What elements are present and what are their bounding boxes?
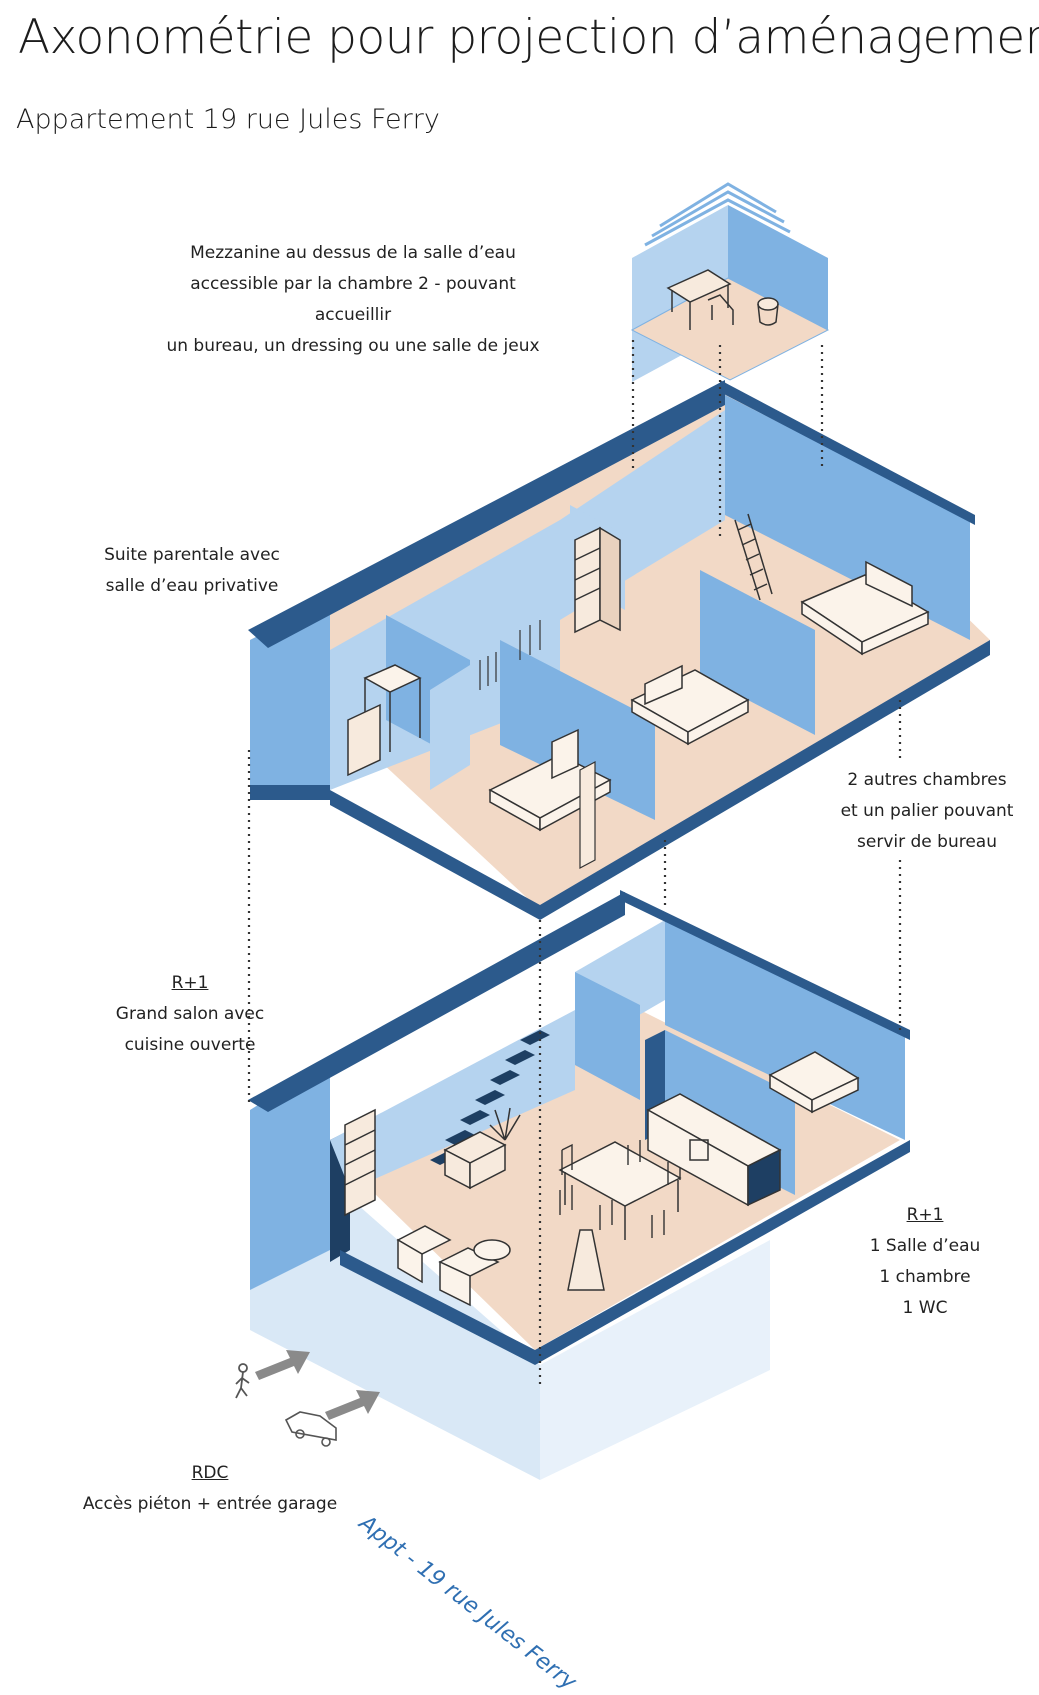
shelf-icon (344, 1108, 376, 1217)
pedestrian-icon (235, 1363, 250, 1399)
page-subtitle: Appartement 19 rue Jules Ferry (16, 104, 440, 135)
armchair-icon (396, 1225, 511, 1307)
lower-floor (235, 890, 910, 1480)
bed-icon (768, 1051, 860, 1114)
table-icon (558, 1141, 682, 1240)
mezzanine-box (630, 182, 830, 382)
shower-icon (347, 664, 422, 777)
leader-lines (247, 340, 902, 1385)
arrow-icon (255, 1350, 380, 1420)
note-salon: R+1 Grand salon avec cuisine ouverte (115, 973, 265, 1055)
page-title: Axonométrie pour projection d’aménagemen… (18, 10, 1039, 65)
desk-icon (666, 269, 779, 330)
note-rdc: RDC Accès piéton + entrée garage (82, 1463, 338, 1514)
shelf-icon (574, 526, 621, 634)
bed-icon (800, 560, 930, 656)
ladder-icon (734, 513, 773, 601)
axonometric-diagram (235, 182, 990, 1480)
car-icon (284, 1411, 337, 1447)
kitchen-icon (646, 1093, 782, 1207)
note-suite: Suite parentale avec salle d’eau privati… (104, 545, 280, 596)
note-chambres: 2 autres chambres et un palier pouvant s… (840, 770, 1014, 852)
upper-floor (248, 380, 990, 920)
note-mezzanine: Mezzanine au dessus de la salle d’eau ac… (166, 243, 540, 356)
bed-icon (630, 664, 750, 746)
note-sdeau: R+1 1 Salle d’eau 1 chambre 1 WC (869, 1205, 981, 1318)
plant-icon (443, 1107, 521, 1190)
